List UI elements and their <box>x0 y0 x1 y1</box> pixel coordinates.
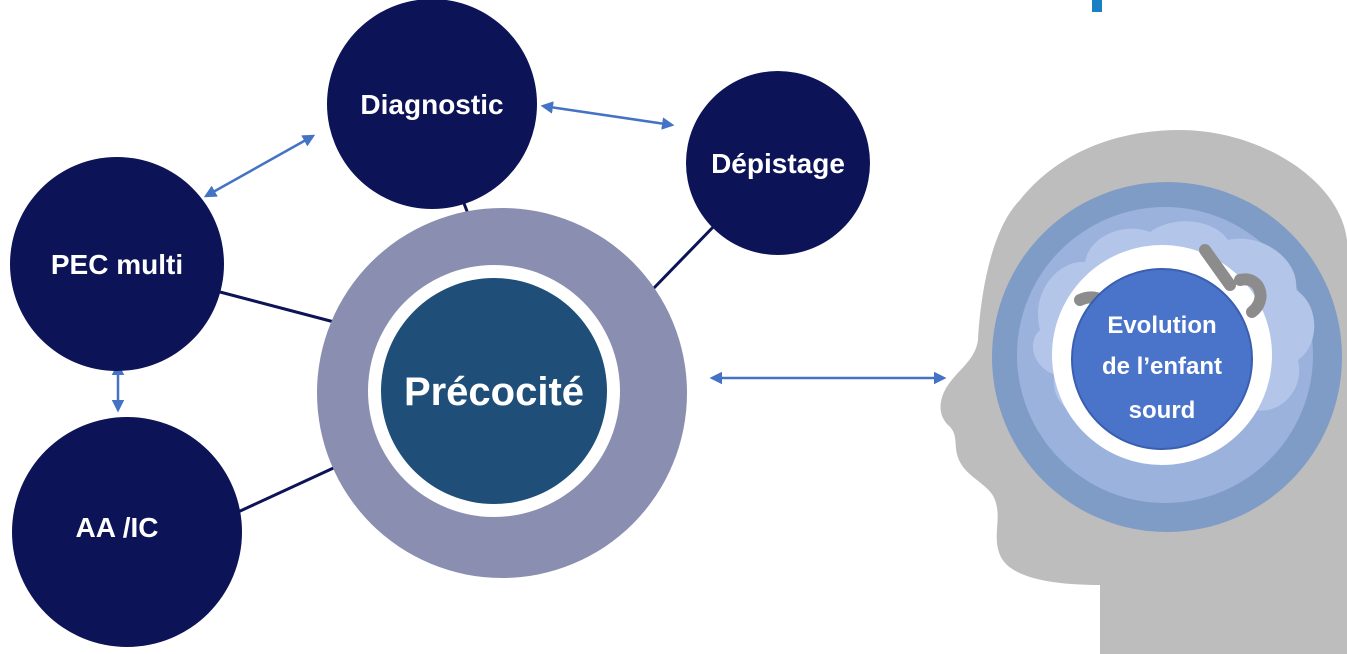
node-aa-ic-label: AA /IC <box>76 512 159 543</box>
top-accent-bar <box>1092 0 1102 12</box>
node-center-label: Précocité <box>404 370 584 414</box>
node-depistage: Dépistage <box>686 71 870 255</box>
head-label-line-1: Evolution <box>1107 312 1216 339</box>
connector-depistage-center <box>650 220 720 292</box>
head-label-line-2: de l’enfant <box>1102 353 1222 380</box>
node-aa-ic: AA /IC <box>12 417 242 647</box>
node-depistage-label: Dépistage <box>711 148 845 179</box>
node-pec-multi-label: PEC multi <box>51 249 183 280</box>
head-label-line-3: sourd <box>1129 397 1196 424</box>
arrow-diagnostic-depistage <box>540 101 675 130</box>
head-center-circle <box>1071 268 1253 450</box>
connector-aa-center <box>237 463 341 514</box>
node-diagnostic: Diagnostic <box>327 0 537 209</box>
arrow-pec-diagnostic <box>203 134 316 198</box>
head-illustration: Evolution de l’enfant sourd <box>940 130 1347 654</box>
connector-pec-center <box>219 290 339 325</box>
node-pec-multi: PEC multi <box>10 157 224 371</box>
node-center-precocite: Précocité <box>317 208 687 578</box>
node-diagnostic-label: Diagnostic <box>360 89 503 120</box>
